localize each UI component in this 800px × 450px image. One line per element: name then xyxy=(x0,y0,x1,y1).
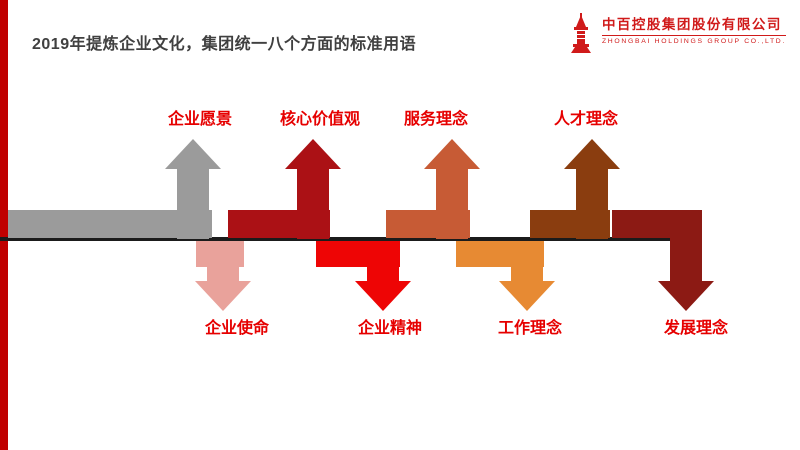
tower-foot xyxy=(570,47,591,53)
mission-arrow-head xyxy=(195,281,251,311)
company-name-cn: 中百控股集团股份有限公司 xyxy=(601,17,782,32)
company-logo: 中百控股集团股份有限公司 ZHONGBAI HOLDINGS GROUP CO.… xyxy=(567,13,786,53)
talent-up-arrow xyxy=(530,139,620,239)
development-down-arrow xyxy=(612,210,714,311)
work-down-arrow xyxy=(456,241,555,311)
core-values-up-arrow xyxy=(228,139,341,239)
tower-body-3 xyxy=(576,39,585,44)
mission-arrow-shaft xyxy=(207,241,239,283)
tower-icon-shapes xyxy=(570,13,591,53)
label-service: 服务理念 xyxy=(404,109,469,128)
label-work: 工作理念 xyxy=(498,318,563,337)
company-logo-text: 中百控股集团股份有限公司 ZHONGBAI HOLDINGS GROUP CO.… xyxy=(601,13,786,45)
label-development: 发展理念 xyxy=(663,318,729,337)
vision-up-arrow xyxy=(8,139,221,239)
spirit-arrow-head xyxy=(355,281,411,311)
tower-icon xyxy=(570,13,591,53)
spirit-arrow-shaft xyxy=(367,241,399,283)
vision-arrow-head xyxy=(165,139,221,169)
tower-spire xyxy=(575,15,586,27)
spirit-down-arrow xyxy=(316,241,411,311)
label-vision: 企业愿景 xyxy=(167,109,232,128)
label-spirit: 企业精神 xyxy=(357,318,422,337)
core-values-arrow-head xyxy=(285,139,341,169)
work-arrow-head xyxy=(499,281,555,311)
label-talent: 人才理念 xyxy=(554,109,619,128)
label-mission: 企业使命 xyxy=(204,318,270,337)
talent-arrow-head xyxy=(564,139,620,169)
logo-divider xyxy=(601,35,786,36)
core-values-arrow-shaft xyxy=(297,167,329,239)
timeline-baseline xyxy=(0,237,697,241)
label-core-values: 核心价值观 xyxy=(280,109,360,128)
development-arrow-shaft xyxy=(670,210,702,283)
service-arrow-head xyxy=(424,139,480,169)
talent-arrow-shaft xyxy=(576,167,608,239)
slide-title: 2019年提炼企业文化，集团统一八个方面的标准用语 xyxy=(32,36,417,53)
tower-base xyxy=(572,44,589,47)
tower-body-2 xyxy=(576,35,585,38)
left-accent-bar xyxy=(0,0,8,450)
tower-body-1 xyxy=(576,31,585,34)
development-arrow-head xyxy=(658,281,714,311)
mission-down-arrow xyxy=(195,241,251,311)
service-arrow-shaft xyxy=(436,167,468,239)
vision-arrow-shaft xyxy=(177,167,209,239)
tower-deck xyxy=(573,27,588,30)
work-arrow-shaft xyxy=(511,241,543,283)
company-name-en: ZHONGBAI HOLDINGS GROUP CO.,LTD. xyxy=(601,38,786,45)
service-up-arrow xyxy=(386,139,480,239)
